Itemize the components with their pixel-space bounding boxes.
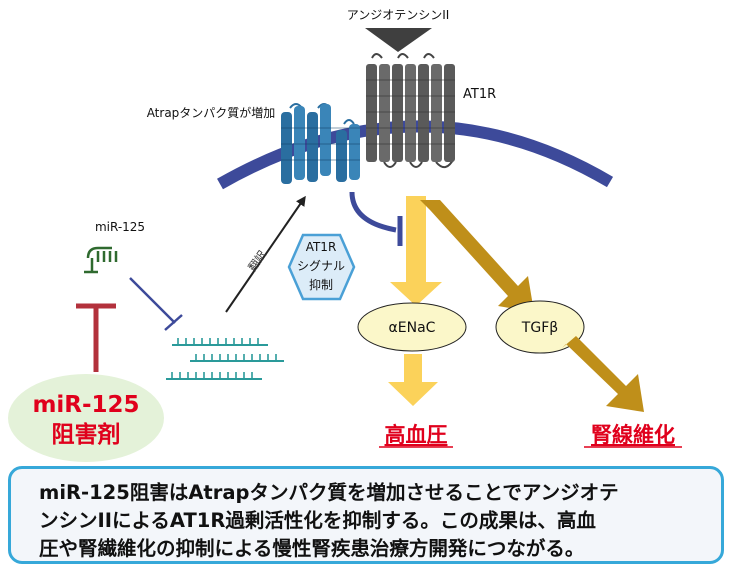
enac-arrow (390, 196, 442, 306)
atrap-mrna (166, 338, 284, 380)
angiotensin-ligand (365, 28, 432, 52)
signal-label-line1: AT1R (306, 240, 337, 254)
summary-box: miR-125阻害はAtrapタンパク質を増加させることでアンジオテ ンシンII… (8, 466, 724, 564)
fibrosis-arrow (562, 336, 644, 412)
atrap-inhibition-line (349, 191, 397, 233)
signal-label-line2: シグナル (297, 259, 345, 273)
fibrosis-label: 腎線維化 (591, 423, 675, 447)
mir125-inhibition-bar (164, 314, 183, 331)
mir125-glyph (84, 246, 118, 274)
angiotensin-label: アンジオテンシンII (347, 8, 450, 22)
summary-line-3: 圧や腎繊維化の抑制による慢性腎疾患治療方開発につながる。 (39, 537, 585, 560)
inhibitor-label-line2: 阻害剤 (52, 421, 121, 448)
hypertension-label: 高血圧 (385, 423, 448, 447)
mir125-label: miR-125 (95, 220, 145, 234)
tgfb-label: TGFβ (521, 320, 558, 336)
translation-label: 翻訳 (245, 248, 269, 274)
enac-node (357, 302, 467, 352)
inhibitor-label-line1: miR-125 (32, 392, 139, 418)
tgfb-arrow (420, 200, 534, 312)
atrap-protein (281, 103, 360, 184)
mir125-inhibition-line (129, 277, 176, 324)
at1r-label: AT1R (463, 87, 496, 102)
inhibitor-bubble (8, 374, 164, 462)
at1r-receptor (366, 53, 455, 169)
enac-label: αENaC (389, 320, 436, 336)
summary-line-1: miR-125阻害はAtrapタンパク質を増加させることでアンジオテ (39, 481, 619, 504)
cell-membrane (217, 120, 614, 190)
hypertension-arrow (388, 354, 438, 406)
summary-line-2: ンシンIIによるAT1R過剰活性化を抑制する。この成果は、高血 (39, 509, 596, 532)
tgfb-node (495, 300, 585, 354)
translation-arrow (225, 195, 306, 313)
atrap-label: Atrapタンパク質が増加 (147, 105, 276, 120)
signal-suppression-hexagon (287, 233, 356, 301)
signal-label-line3: 抑制 (309, 277, 333, 292)
